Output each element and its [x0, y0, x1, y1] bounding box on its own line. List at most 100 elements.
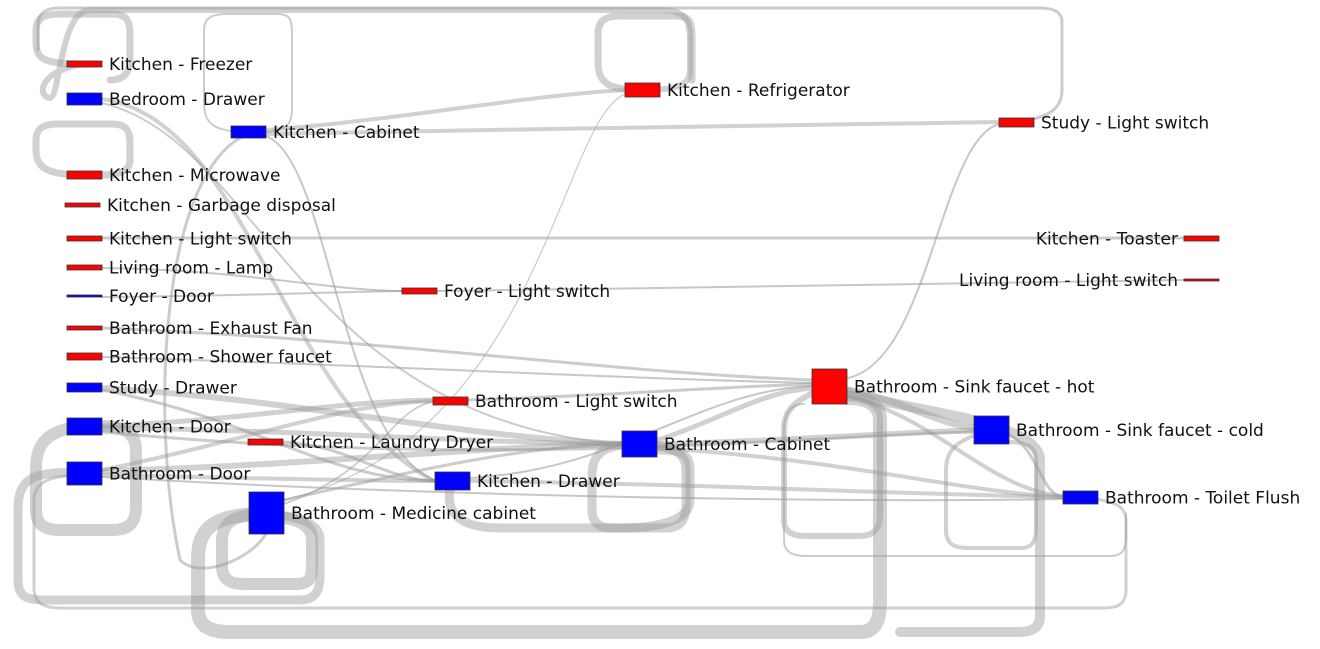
links — [13, 6, 1186, 639]
node-label-kitchen-drawer: Kitchen - Drawer — [477, 472, 620, 492]
node-box-kitchen-microwave — [66, 170, 103, 180]
node-label-bathroom-medicine-cabinet: Bathroom - Medicine cabinet — [291, 504, 536, 524]
node-label-foyer-light-switch: Foyer - Light switch — [444, 282, 610, 302]
link-bedroom-drawer-bathroom-cabinet — [101, 102, 623, 445]
link-kitchen-door-bathroom-cabinet — [99, 425, 625, 447]
node-kitchen-laundry-dryer: Kitchen - Laundry Dryer — [247, 433, 493, 453]
link-loop-bathroom-toilet-flush — [32, 474, 1128, 610]
node-label-kitchen-laundry-dryer: Kitchen - Laundry Dryer — [290, 433, 493, 453]
node-kitchen-drawer: Kitchen - Drawer — [434, 471, 620, 492]
link-sink-faucet-cold-toilet-flush — [1006, 432, 1065, 499]
link-bathroom-door-bathroom-light-switch — [100, 399, 434, 472]
node-kitchen-refrigerator: Kitchen - Refrigerator — [624, 81, 850, 101]
node-box-bedroom-drawer — [66, 92, 103, 106]
node-bathroom-exhaust-fan: Bathroom - Exhaust Fan — [66, 319, 313, 339]
node-bathroom-cabinet: Bathroom - Cabinet — [621, 430, 830, 458]
node-label-living-room-lamp: Living room - Lamp — [109, 259, 273, 279]
node-box-bathroom-sink-faucet-hot — [811, 368, 848, 405]
node-box-kitchen-refrigerator — [624, 82, 661, 98]
link-bathroom-door-bathroom-cabinet — [99, 441, 625, 474]
link-bathroom-door-toilet-flush — [101, 476, 1064, 502]
node-box-bathroom-medicine-cabinet — [248, 491, 285, 535]
node-label-bathroom-light-switch: Bathroom - Light switch — [475, 392, 678, 412]
node-box-kitchen-toaster — [1183, 235, 1220, 242]
node-box-bathroom-shower-faucet — [66, 352, 103, 361]
link-loop-study-light-switch — [36, 6, 1064, 124]
link-loop-kitchen-door — [30, 420, 142, 536]
node-bathroom-medicine-cabinet: Bathroom - Medicine cabinet — [248, 491, 536, 535]
link-kitchen-cabinet-study-light-switch — [264, 120, 1001, 136]
node-label-bathroom-sink-faucet-hot: Bathroom - Sink faucet - hot — [854, 378, 1095, 398]
link-sink-faucet-hot-toilet-flush — [846, 394, 1065, 498]
link-living-room-lamp-foyer-light-switch — [101, 267, 403, 292]
node-label-kitchen-microwave: Kitchen - Microwave — [109, 166, 280, 186]
node-label-bathroom-exhaust-fan: Bathroom - Exhaust Fan — [109, 319, 313, 339]
link-loop-kitchen-microwave — [32, 120, 134, 179]
node-box-bathroom-toilet-flush — [1062, 490, 1099, 505]
node-box-kitchen-garbage-disposal — [64, 202, 101, 208]
node-kitchen-cabinet: Kitchen - Cabinet — [230, 123, 420, 143]
link-loop-sink-hot-wide — [843, 387, 1045, 637]
node-bathroom-sink-faucet-hot: Bathroom - Sink faucet - hot — [811, 368, 1095, 405]
link-study-drawer-bathroom-cabinet — [99, 385, 625, 447]
link-bedroom-drawer-kitchen-drawer — [100, 97, 436, 483]
link-loop-kitchen-cabinet — [203, 13, 293, 133]
node-box-living-room-lamp — [66, 264, 103, 271]
node-foyer-light-switch: Foyer - Light switch — [401, 282, 610, 302]
node-kitchen-freezer: Kitchen - Freezer — [66, 55, 252, 75]
link-bathroom-cabinet-toilet-flush — [656, 446, 1065, 499]
node-kitchen-door: Kitchen - Door — [66, 417, 231, 438]
link-kitchen-cabinet-medicine-cabinet — [163, 132, 268, 570]
link-bathroom-cabinet-sink-faucet-cold — [655, 427, 977, 447]
node-label-study-light-switch: Study - Light switch — [1041, 114, 1209, 134]
node-label-kitchen-freezer: Kitchen - Freezer — [109, 55, 252, 75]
link-bathroom-cabinet-sink-faucet-hot — [655, 385, 815, 443]
link-bathroom-light-switch-sink-faucet-hot — [466, 382, 814, 402]
node-box-kitchen-laundry-dryer — [247, 438, 284, 446]
node-label-bathroom-door: Bathroom - Door — [109, 465, 250, 485]
node-living-room-lamp: Living room - Lamp — [66, 259, 273, 279]
node-label-bathroom-toilet-flush: Bathroom - Toilet Flush — [1105, 489, 1300, 509]
node-box-bathroom-light-switch — [432, 396, 469, 406]
node-label-kitchen-door: Kitchen - Door — [109, 418, 231, 438]
node-label-kitchen-garbage-disposal: Kitchen - Garbage disposal — [107, 196, 336, 216]
link-loop-kitchen-drawer — [444, 445, 695, 533]
link-kitchen-drawer-sink-faucet-hot — [469, 385, 813, 479]
node-label-bathroom-cabinet: Bathroom - Cabinet — [664, 435, 830, 455]
node-foyer-door: Foyer - Door — [66, 287, 214, 307]
node-box-kitchen-door — [66, 417, 103, 436]
node-living-room-light-switch: Living room - Light switch — [959, 271, 1220, 291]
link-foyer-door-foyer-light-switch — [101, 290, 403, 298]
node-bedroom-drawer: Bedroom - Drawer — [66, 90, 265, 110]
node-box-living-room-light-switch — [1183, 278, 1220, 282]
node-kitchen-microwave: Kitchen - Microwave — [66, 166, 280, 186]
node-bathroom-light-switch: Bathroom - Light switch — [432, 392, 678, 412]
node-label-bathroom-sink-faucet-cold: Bathroom - Sink faucet - cold — [1016, 421, 1264, 441]
node-box-foyer-light-switch — [401, 287, 438, 295]
link-loop-kitchen-freezer — [32, 10, 134, 84]
node-box-kitchen-freezer — [66, 60, 103, 68]
link-shower-faucet-sink-faucet-hot — [101, 356, 813, 384]
node-label-kitchen-light-switch: Kitchen - Light switch — [109, 230, 292, 250]
node-box-bathroom-cabinet — [621, 430, 658, 458]
link-kitchen-cabinet-kitchen-drawer — [265, 135, 435, 481]
node-label-study-drawer: Study - Drawer — [109, 379, 237, 399]
node-label-kitchen-cabinet: Kitchen - Cabinet — [273, 123, 420, 143]
link-loop-bathroom-sink-faucet-cold — [944, 428, 1038, 550]
node-kitchen-light-switch: Kitchen - Light switch — [66, 230, 292, 250]
link-loop-kitchen-refrigerator — [594, 12, 696, 94]
node-bathroom-sink-faucet-cold: Bathroom - Sink faucet - cold — [973, 415, 1264, 445]
link-loop-bathroom-cabinet — [587, 439, 691, 533]
link-loop-freezer-refrigerator — [39, 7, 693, 102]
node-label-foyer-door: Foyer - Door — [109, 287, 214, 307]
node-kitchen-garbage-disposal: Kitchen - Garbage disposal — [64, 196, 336, 216]
link-loop-big-right — [783, 403, 1127, 557]
node-box-bathroom-sink-faucet-cold — [973, 415, 1010, 445]
link-kitchen-drawer-toilet-flush — [468, 479, 1065, 499]
node-label-kitchen-toaster: Kitchen - Toaster — [1036, 230, 1178, 250]
node-box-foyer-door — [66, 294, 103, 298]
node-box-kitchen-light-switch — [66, 235, 103, 242]
link-kitchen-cabinet-kitchen-refrigerator — [264, 88, 627, 132]
